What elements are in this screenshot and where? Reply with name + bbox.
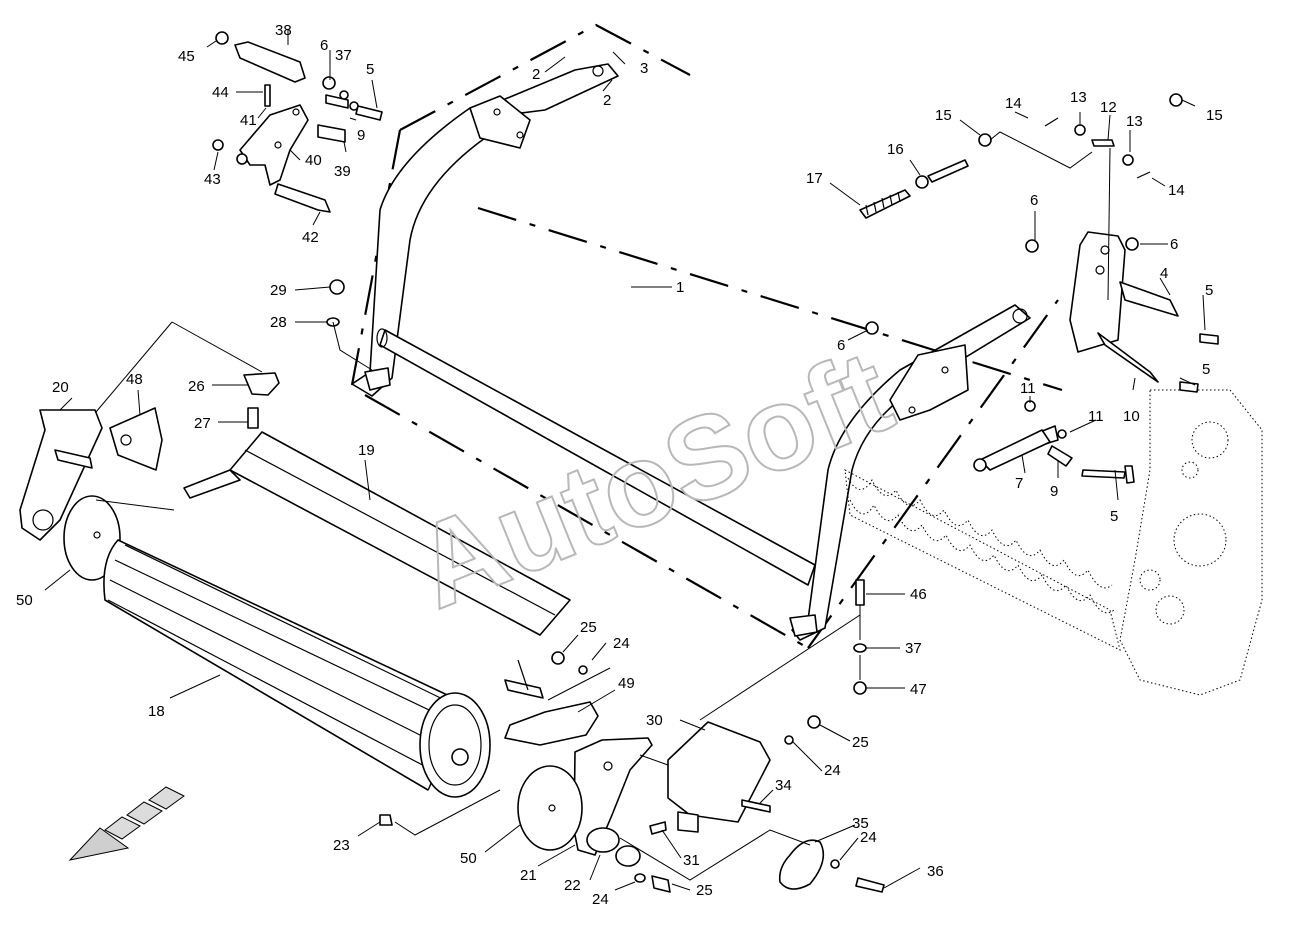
left-end-assembly xyxy=(19,321,175,581)
frame-outline xyxy=(350,23,1063,649)
callout-6a: 6 xyxy=(320,37,328,54)
callout-24b: 24 xyxy=(824,762,841,779)
callout-6d: 6 xyxy=(837,337,845,354)
right-bracket xyxy=(865,231,1219,484)
callout-23: 23 xyxy=(333,837,350,854)
callout-37a: 37 xyxy=(335,47,352,64)
callout-24c: 24 xyxy=(592,891,609,908)
fastener-stack xyxy=(853,579,867,695)
callout-11b: 11 xyxy=(1088,408,1104,425)
callout-labels: 1 2 2 3 4 5 5 5 5 6 6 6 6 7 9 9 10 11 11… xyxy=(16,22,1223,908)
callout-44: 44 xyxy=(212,84,229,101)
callout-24a: 24 xyxy=(613,635,630,652)
frame-cross-tube xyxy=(376,328,816,586)
callout-12: 12 xyxy=(1100,99,1117,116)
small-hardware-left xyxy=(171,279,373,429)
callout-15b: 15 xyxy=(1206,107,1223,124)
callout-31: 31 xyxy=(683,852,700,869)
callout-5b: 5 xyxy=(1205,282,1213,299)
callout-11a: 11 xyxy=(1020,380,1036,397)
callout-30: 30 xyxy=(646,712,663,729)
callout-25c: 25 xyxy=(696,882,713,899)
callout-16: 16 xyxy=(887,141,904,158)
plate-19 xyxy=(183,431,571,699)
callout-35: 35 xyxy=(852,815,869,832)
callout-2b: 2 xyxy=(603,92,611,109)
callout-5d: 5 xyxy=(1110,508,1118,525)
callout-3: 3 xyxy=(640,60,648,77)
frame-left-arm xyxy=(351,63,619,397)
callout-38: 38 xyxy=(275,22,292,39)
callout-39: 39 xyxy=(334,163,351,180)
callout-45: 45 xyxy=(178,48,195,65)
frame-right-arm xyxy=(789,304,1031,641)
callout-21: 21 xyxy=(520,867,537,884)
callout-34: 34 xyxy=(775,777,792,794)
callout-15a: 15 xyxy=(935,107,952,124)
callout-25a: 25 xyxy=(580,619,597,636)
callout-26: 26 xyxy=(188,378,205,395)
callout-36: 36 xyxy=(927,863,944,880)
callout-22: 22 xyxy=(564,877,581,894)
callout-5c: 5 xyxy=(1202,361,1210,378)
callout-47: 47 xyxy=(910,681,927,698)
callout-42: 42 xyxy=(302,229,319,246)
callout-29: 29 xyxy=(270,282,287,299)
callout-43: 43 xyxy=(204,171,221,188)
direction-arrow xyxy=(68,786,185,861)
callout-48: 48 xyxy=(126,371,143,388)
callout-40: 40 xyxy=(305,152,322,169)
callout-49: 49 xyxy=(618,675,635,692)
callout-17: 17 xyxy=(806,170,823,187)
callout-24d: 24 xyxy=(860,829,877,846)
callout-1: 1 xyxy=(676,279,684,296)
callout-50a: 50 xyxy=(16,592,33,609)
callout-9a: 9 xyxy=(357,127,365,144)
callout-6c: 6 xyxy=(1170,236,1178,253)
callout-27: 27 xyxy=(194,415,211,432)
right-end-assembly xyxy=(379,614,885,893)
callout-14b: 14 xyxy=(1168,182,1185,199)
callout-14a: 14 xyxy=(1005,95,1022,112)
callout-7: 7 xyxy=(1015,475,1023,492)
callout-50b: 50 xyxy=(460,850,477,867)
callout-18: 18 xyxy=(148,703,165,720)
callout-41: 41 xyxy=(240,112,257,129)
callout-25b: 25 xyxy=(852,734,869,751)
callout-4: 4 xyxy=(1160,265,1168,282)
leader-lines xyxy=(44,30,1206,891)
callout-28: 28 xyxy=(270,314,287,331)
callout-19: 19 xyxy=(358,442,375,459)
spring-assembly xyxy=(859,93,1183,219)
tine-bar xyxy=(844,389,1263,696)
callout-10: 10 xyxy=(1123,408,1140,425)
callout-13b: 13 xyxy=(1126,113,1143,130)
callout-20: 20 xyxy=(52,379,69,396)
callout-2a: 2 xyxy=(532,66,540,83)
callout-6b: 6 xyxy=(1030,192,1038,209)
callout-46: 46 xyxy=(910,586,927,603)
callout-13a: 13 xyxy=(1070,89,1087,106)
callout-9b: 9 xyxy=(1050,483,1058,500)
top-linkage xyxy=(212,31,383,213)
callout-37b: 37 xyxy=(905,640,922,657)
callout-5a: 5 xyxy=(366,61,374,78)
auger-drum xyxy=(103,539,491,798)
